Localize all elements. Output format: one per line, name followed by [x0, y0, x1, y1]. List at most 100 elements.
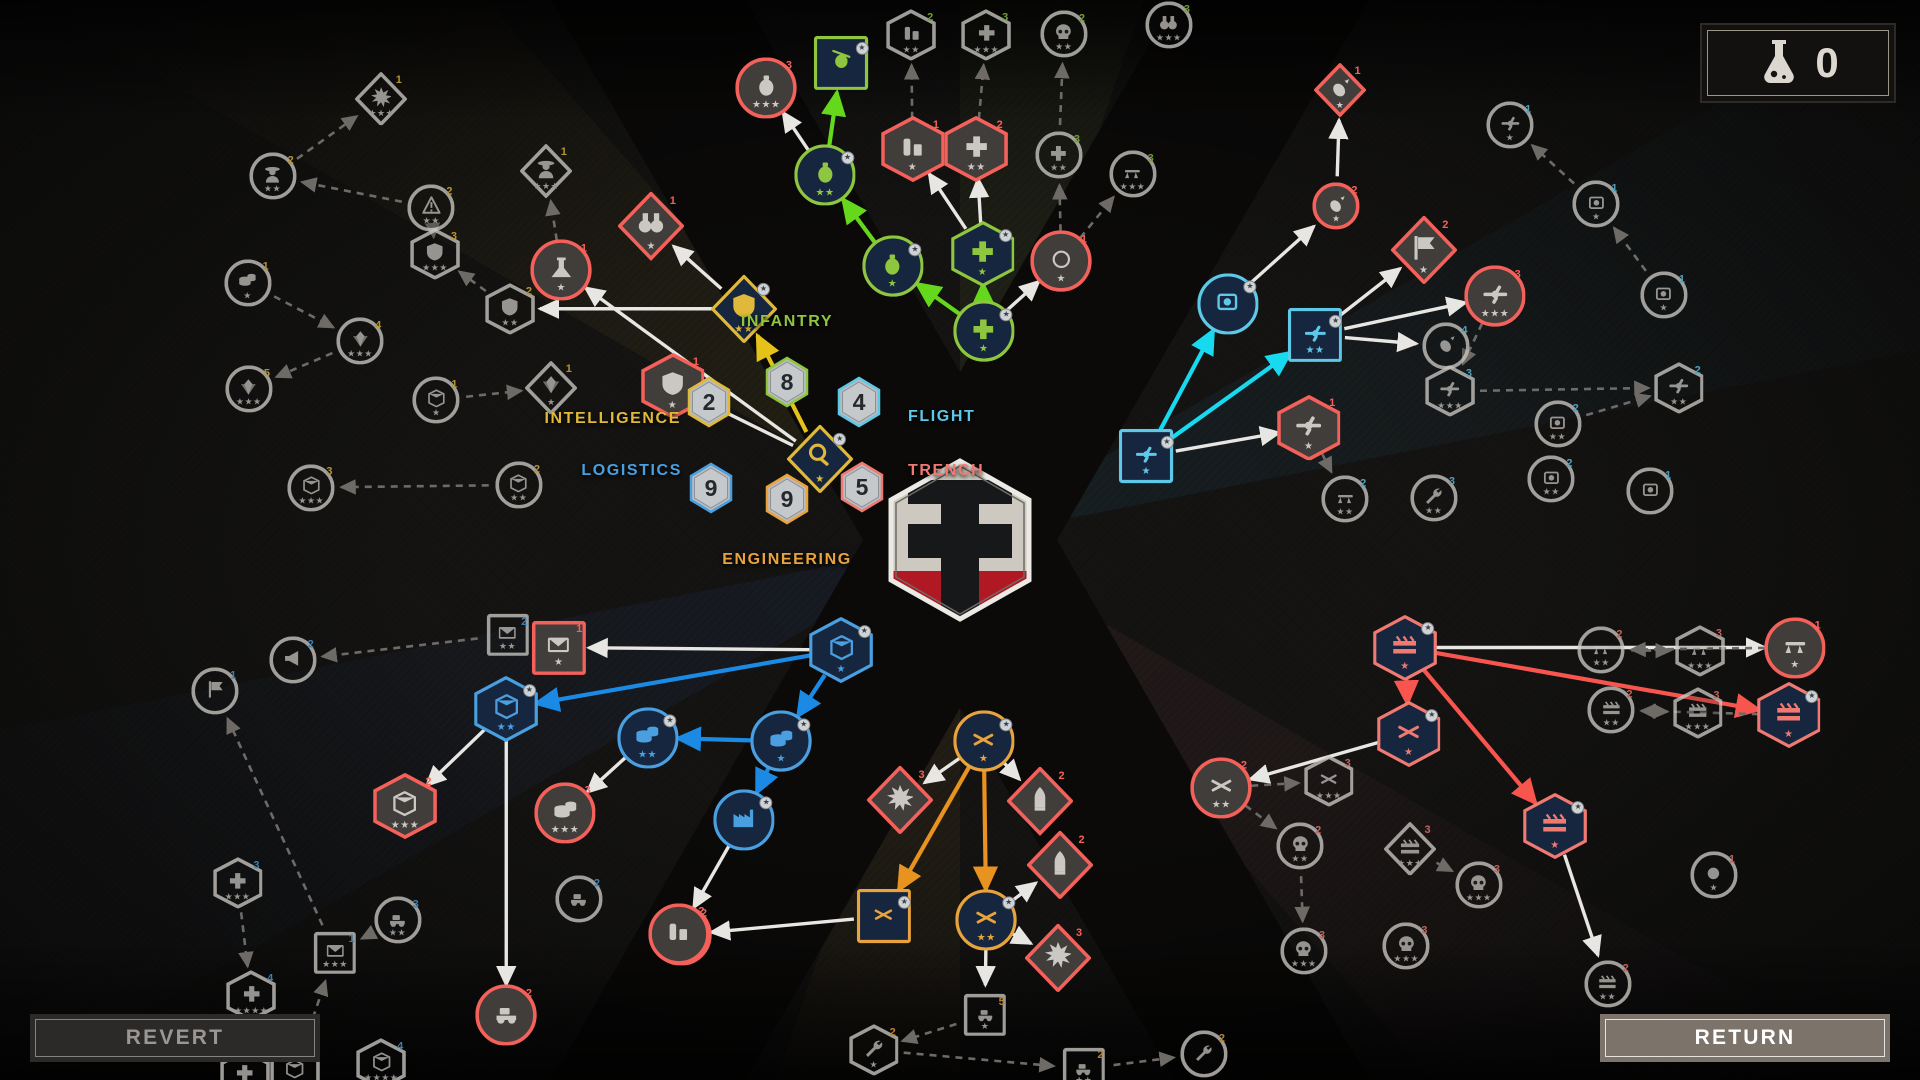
tech-node-fly-sqd-2[interactable]: ★★2	[1653, 361, 1704, 414]
tech-node-eng-wrench-2[interactable]: ★2	[848, 1024, 899, 1076]
tech-node-trn-bunker[interactable]: ★	[1523, 793, 1587, 860]
tech-node-log-fuel[interactable]: 2	[648, 903, 710, 965]
tech-node-eng-cluster[interactable]: 3	[1024, 923, 1091, 992]
tech-node-eng-smoke[interactable]: 2	[1026, 830, 1094, 900]
tech-node-int-blast[interactable]: ★★★1	[355, 71, 408, 126]
tech-node-int-shield-1[interactable]: ★1	[640, 353, 705, 420]
tech-node-fly-tools[interactable]: ★1	[1486, 101, 1534, 149]
tech-node-log-flag[interactable]: 1	[191, 667, 239, 715]
tech-node-fly-prop-2[interactable]: ★★	[1287, 307, 1343, 363]
faction-emblem[interactable]	[884, 458, 1036, 622]
tech-node-log-coins-1[interactable]: ★	[750, 710, 812, 772]
category-label-flight[interactable]: FLIGHT	[908, 408, 976, 425]
tech-node-fly-ace[interactable]: ★★★3	[1464, 265, 1526, 327]
tech-node-trn-sand[interactable]: ★★2	[1583, 960, 1632, 1008]
tech-node-trn-skull-3c[interactable]: ★★★3	[1382, 922, 1430, 970]
tech-node-inf-rations-1[interactable]: ★1	[880, 115, 945, 182]
tech-node-trn-trnch-3[interactable]: ★★★3	[1384, 821, 1436, 876]
tech-node-log-mail[interactable]: ★1	[531, 620, 586, 675]
tech-node-log-mail-3[interactable]: ★★★1	[313, 931, 357, 974]
tech-node-int-gem[interactable]: ★1	[525, 360, 578, 415]
tech-node-log-sup-4[interactable]: ★★★★4	[356, 1038, 407, 1080]
tech-node-fly-fuel[interactable]: ★★2	[1533, 400, 1582, 448]
tech-node-trn-wire-3[interactable]: ★★★3	[1672, 686, 1723, 739]
tech-node-int-coins[interactable]: ★1	[223, 258, 272, 307]
tech-node-int-root[interactable]: ★	[786, 424, 854, 493]
revert-button[interactable]: REVERT	[30, 1014, 320, 1062]
tech-node-eng-shell[interactable]: 2	[1006, 767, 1074, 836]
tech-node-eng-shrapnel[interactable]: 3	[866, 765, 934, 835]
tech-node-trn-mortar-2[interactable]: ★★2	[1190, 756, 1252, 819]
category-label-engineering[interactable]: ENGINEERING	[722, 551, 852, 568]
tech-node-int-shield-3[interactable]: ★★★3	[410, 228, 460, 280]
tech-node-eng-truck-2[interactable]: ★★2	[1062, 1047, 1105, 1080]
tech-node-inf-scope[interactable]: ★1	[1030, 230, 1092, 292]
category-label-trench[interactable]: TRENCH	[908, 462, 985, 479]
category-label-logistics[interactable]: LOGISTICS	[581, 462, 682, 479]
tech-node-trn-mg-1[interactable]: ★1	[1764, 616, 1826, 679]
return-button[interactable]: RETURN	[1600, 1014, 1890, 1062]
tech-node-int-flask[interactable]: ★1	[530, 239, 592, 301]
tech-node-inf-medic-3[interactable]: ★★★3	[961, 9, 1012, 61]
tech-node-eng-howitzer[interactable]	[856, 889, 911, 944]
tech-node-trn-mortar-1[interactable]: ★	[1376, 700, 1441, 767]
tech-node-inf-grenade-2[interactable]: ★★	[794, 144, 856, 206]
tech-node-fly-guns[interactable]: ★★2	[1321, 475, 1369, 523]
tech-node-inf-medic-2[interactable]: ★★2	[944, 115, 1009, 182]
tech-node-fly-bomb-2[interactable]: ★2	[1312, 182, 1360, 230]
tech-node-log-truck[interactable]: 2	[475, 984, 537, 1046]
tech-node-inf-medic-1[interactable]: ★	[950, 220, 1015, 287]
tech-node-fly-root[interactable]: ★	[1119, 429, 1174, 484]
tech-node-eng-truck-5[interactable]: ★5	[963, 993, 1007, 1037]
tech-node-fly-planes-1[interactable]: ★1	[1276, 394, 1341, 461]
tech-node-log-megaphone[interactable]: 2	[268, 636, 317, 684]
tech-node-trn-wire-2[interactable]: ★★2	[1587, 686, 1635, 734]
tech-node-int-question[interactable]: ★★	[710, 274, 777, 343]
tech-node-int-warning[interactable]: ★★2	[407, 183, 455, 232]
tech-node-eng-gun-2[interactable]: ★★	[955, 889, 1017, 951]
tech-node-eng-wrench-b[interactable]: 2	[1180, 1030, 1228, 1078]
tech-node-inf-grenade-1[interactable]: ★	[861, 235, 924, 297]
tech-node-fly-crew[interactable]: ★1	[1572, 180, 1620, 228]
tech-node-log-rail[interactable]: ★★3	[373, 896, 422, 944]
tech-node-int-binoc[interactable]: ★1	[618, 192, 685, 261]
tech-node-fly-gear[interactable]: ★★3	[1410, 473, 1458, 522]
tech-node-log-coins-3[interactable]: ★★★3	[534, 781, 596, 844]
tech-node-trn-barb[interactable]: ★	[1756, 682, 1821, 748]
tech-node-fly-radio[interactable]: ★★2	[1527, 455, 1575, 503]
tech-node-inf-root[interactable]: ★	[953, 300, 1015, 362]
tech-node-inf-sight[interactable]: ★★3	[1035, 131, 1083, 179]
tech-node-trn-skull-2[interactable]: ★★2	[1276, 822, 1324, 870]
tech-node-inf-top-1[interactable]: ★★★3	[1145, 1, 1193, 49]
category-label-intelligence[interactable]: INTELLIGENCE	[544, 410, 681, 427]
tech-node-trn-skull-3[interactable]: ★★★3	[1455, 861, 1503, 909]
tech-node-fly-flag[interactable]: ★2	[1390, 215, 1457, 285]
tech-node-trn-shovel[interactable]: ★1	[1690, 851, 1738, 899]
tech-node-fly-bomb-4[interactable]: 4	[1422, 322, 1470, 370]
tech-node-log-wheel[interactable]: 2	[555, 875, 603, 923]
tech-node-log-factory[interactable]	[713, 789, 775, 851]
tech-node-inf-skull[interactable]: ★★2	[1040, 10, 1088, 58]
tech-node-eng-root[interactable]: ★	[953, 710, 1015, 772]
tech-node-int-crate-1[interactable]: ★1	[412, 376, 460, 424]
tech-node-trn-mg-3[interactable]: ★★★3	[1675, 625, 1725, 677]
tech-node-trn-mortar-3[interactable]: ★★★3	[1303, 755, 1354, 807]
tech-node-inf-knot[interactable]	[814, 35, 869, 90]
tech-node-inf-mg[interactable]: ★★★3	[1108, 150, 1157, 198]
tech-node-int-medal-5[interactable]: ★★★5	[225, 365, 273, 413]
tech-node-fly-recon[interactable]	[1196, 273, 1259, 335]
tech-node-log-med-3[interactable]: ★★★3	[212, 856, 263, 909]
tech-node-int-box-2[interactable]: ★★2	[495, 461, 543, 509]
tech-node-trn-root[interactable]: ★	[1373, 614, 1437, 681]
tech-node-int-shield-2[interactable]: ★★2	[485, 283, 535, 335]
tech-node-int-medal-4[interactable]: ★★★4	[336, 317, 384, 365]
tech-node-trn-mg-2[interactable]: ★★2	[1577, 626, 1625, 674]
tech-node-log-supply-r[interactable]: ★★★2	[373, 773, 437, 840]
tech-node-log-crates[interactable]: ★★	[474, 675, 539, 742]
tech-node-fly-hangar[interactable]: ★1	[1640, 271, 1688, 319]
tech-node-int-box-3[interactable]: ★★★3	[287, 463, 335, 512]
tech-node-int-spy-2[interactable]: ★★2	[248, 152, 297, 200]
tech-node-trn-skull-3b[interactable]: ★★★3	[1280, 927, 1328, 975]
tech-node-fly-gauge[interactable]: 1	[1626, 467, 1674, 515]
tech-node-inf-grenade-3[interactable]: ★★★3	[735, 56, 797, 119]
